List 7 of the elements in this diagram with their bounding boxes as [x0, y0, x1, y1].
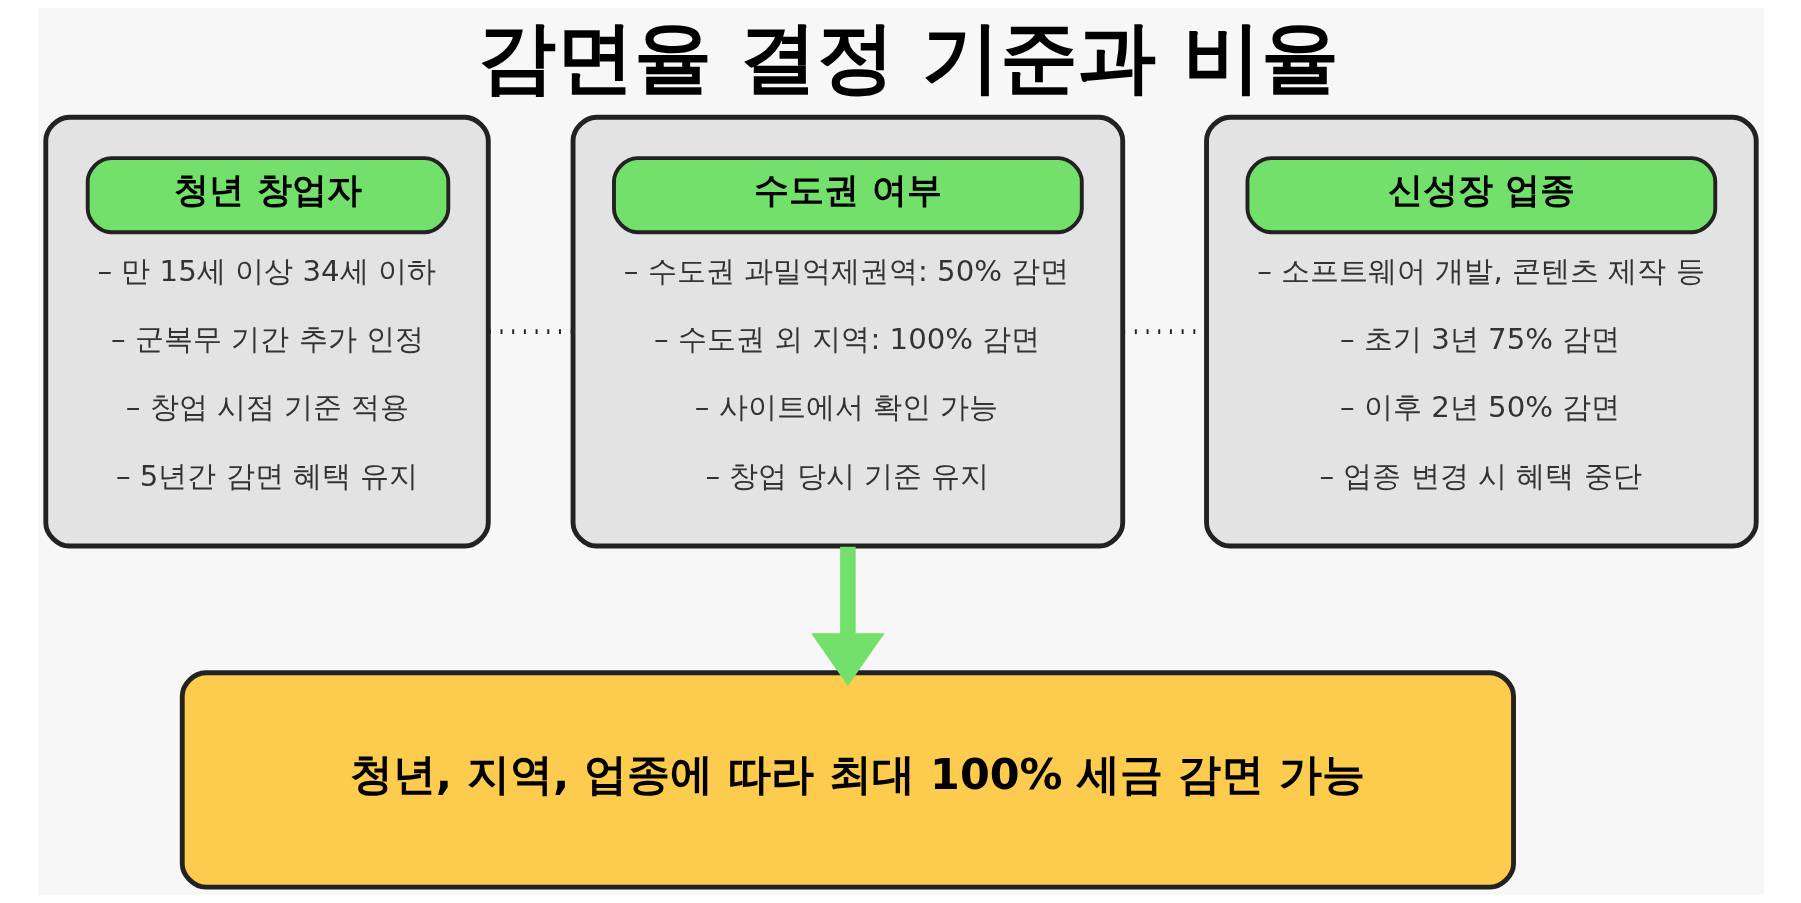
connector [488, 329, 573, 335]
node-box: 청년 창업자 – 만 15세 이상 34세 이하 – 군복무 기간 추가 인정 – 창업 시점 기준 적용 – 5년간 감면 혜택 유지 [42, 114, 491, 549]
node-box: 수도권 여부 – 수도권 과밀억제권역: 50% 감면 – 수도권 외 지역: 100% 감면 – 사이트에서 확인 가능 – 창업 당시 기준 유지 [570, 114, 1125, 549]
diagram-title: 감면율 결정 기준과 비율 [477, 12, 1339, 103]
node-box: 신성장 업종 – 소프트웨어 개발, 콘텐츠 제작 등 – 초기 3년 75% 감면 – 이후 2년 50% 감면 – 업종 변경 시 혜택 중단 [1203, 114, 1759, 549]
node-box: 청년, 지역, 업종에 따라 최대 100% 세금 감면 가능 [179, 670, 1516, 890]
arrow [810, 546, 885, 686]
